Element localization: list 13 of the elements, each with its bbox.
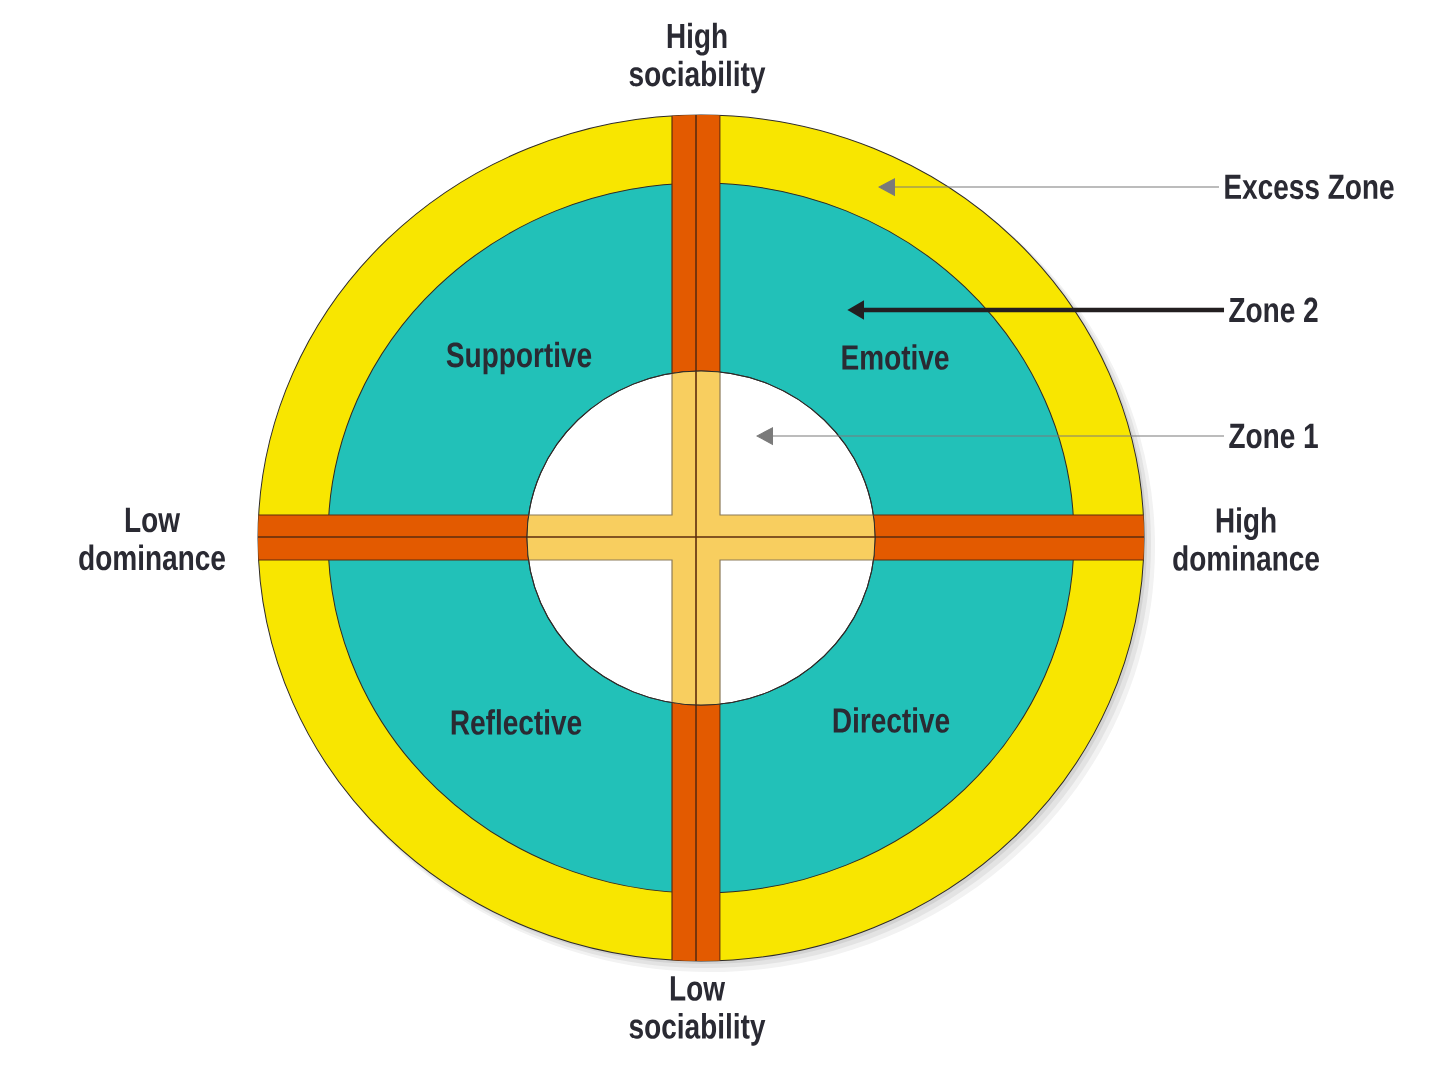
quadrant-label: Reflective xyxy=(451,709,582,735)
axis-label: Low dominance xyxy=(79,507,225,571)
axis-label: Low sociability xyxy=(629,976,766,1046)
zone-label: Excess Zone xyxy=(1225,174,1394,200)
leader-line xyxy=(878,178,1220,196)
axis-label: High sociability xyxy=(629,22,766,94)
zone-label: Zone 1 xyxy=(1229,423,1318,449)
quadrant-label: Emotive xyxy=(842,344,949,370)
quadrant-label: Directive xyxy=(833,707,950,733)
zone-label: Zone 2 xyxy=(1229,297,1318,323)
leader-line xyxy=(756,427,1225,445)
axis-label: High dominance xyxy=(1173,507,1319,571)
quadrant-label: Supportive xyxy=(446,341,592,375)
